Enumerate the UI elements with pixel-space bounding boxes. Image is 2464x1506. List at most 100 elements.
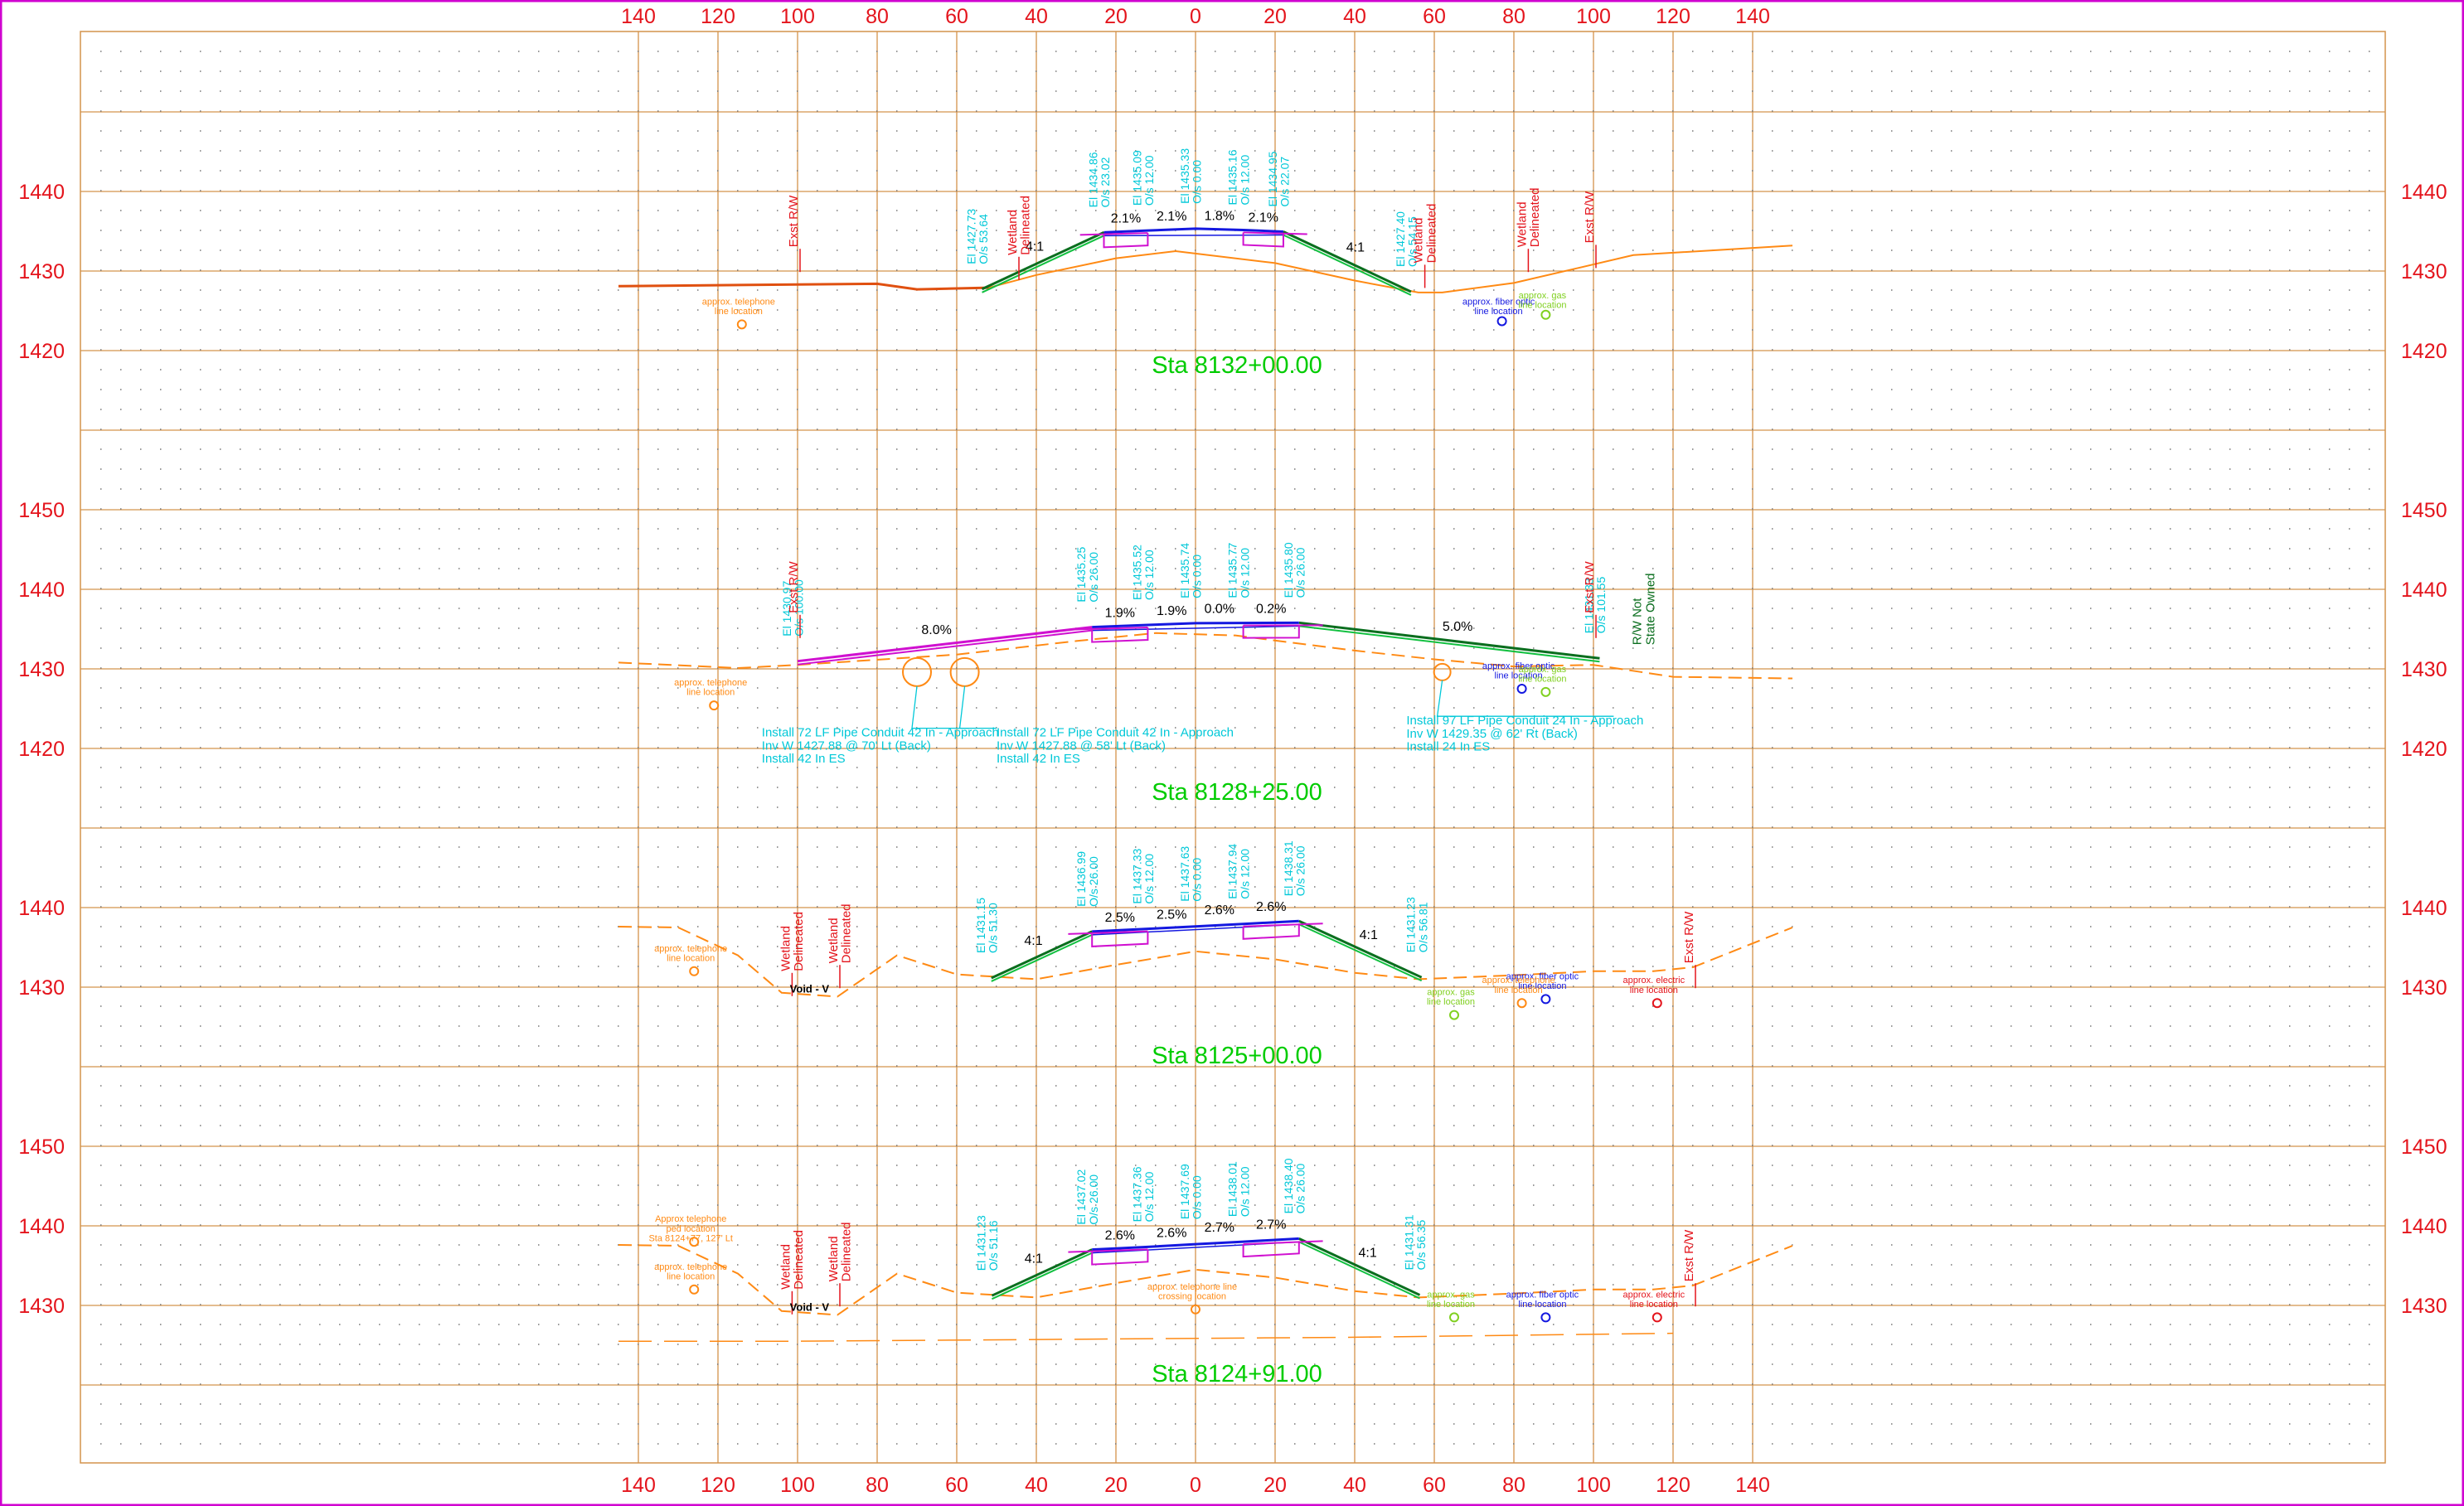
utility-label-line: line location: [1475, 307, 1523, 317]
side-slope-left: [991, 930, 1093, 980]
elevation-label-left: 1420: [18, 738, 65, 761]
red-annotation-line: Wetland: [778, 1244, 793, 1290]
elevation-callout: El 1437.69O/s 0.00: [1178, 1164, 1204, 1219]
offset-label-top: 120: [701, 5, 735, 28]
elevation-callout: El 1435.74O/s 0.00: [1178, 543, 1204, 598]
elevation-callout: El 1437.94O/s 12.00: [1226, 844, 1252, 899]
elevation-callout-line: El 1431.31: [1402, 1214, 1415, 1270]
void-label: Void - V: [790, 983, 830, 995]
slope-label: 2.6%: [1157, 1226, 1186, 1240]
utility-label-line: approx. telephone: [654, 1262, 727, 1272]
red-annotation-line: Delineated: [792, 1230, 806, 1290]
elevation-callout: El 1427.40O/s 54.15: [1394, 211, 1419, 267]
offset-label-top: 20: [1104, 5, 1128, 28]
grid: [80, 31, 2386, 1464]
red-annotation-line: Wetland: [778, 926, 793, 971]
offset-label-top: 100: [780, 5, 815, 28]
elevation-callout-line: El 1435.16: [1226, 149, 1239, 205]
red-annotation-line: Wetland: [1515, 201, 1529, 247]
red-annotation-line: Wetland: [827, 918, 841, 963]
red-annotation: WetlandDelineated: [1006, 196, 1033, 255]
pipe-circle: [1433, 662, 1452, 681]
red-annotation-line: Delineated: [1424, 204, 1438, 264]
pipe-leader: [911, 685, 969, 729]
utility-label-line: line location: [1427, 997, 1475, 1007]
offset-label-bottom: 140: [621, 1474, 656, 1497]
utility-label-line: approx. telephone: [1482, 976, 1555, 985]
utility-label-line: line location: [1630, 1300, 1678, 1310]
side-slope-left-inner: [982, 235, 1104, 293]
utility-label-line: line location: [1495, 671, 1543, 681]
utility-label-line: approx. gas: [1519, 665, 1567, 675]
elevation-callout-line: O/s 12.00: [1142, 155, 1156, 206]
elevation-callout: El 1434.95O/s 22.07: [1266, 151, 1292, 206]
elevation-callout-line: El 1438.01: [1226, 1161, 1239, 1217]
utility-marker: [689, 966, 700, 976]
utility-marker: [1191, 1304, 1200, 1315]
elevation-callout-line: O/s 0.00: [1191, 554, 1204, 598]
utility-label-line: approx. fiber optic: [1506, 1290, 1579, 1300]
slope-label: 4:1: [1026, 240, 1044, 254]
shoulder-left: [1091, 1249, 1149, 1266]
green-annotation-line: State Owned: [1643, 573, 1657, 645]
offset-label-bottom: 120: [701, 1474, 735, 1497]
slope-label: 0.0%: [1205, 603, 1234, 617]
side-slope-left: [981, 230, 1105, 291]
offset-label-top: 140: [1735, 5, 1770, 28]
grid-dots: [100, 51, 2370, 1445]
elevation-callout-line: O/s 100.00: [793, 579, 806, 637]
pavement-surface: [1092, 1237, 1299, 1252]
utility-marker: [1516, 684, 1527, 694]
utility-label-line: line location: [1518, 981, 1566, 991]
elevation-label-left: 1440: [18, 1215, 65, 1238]
shoulder-left: [1091, 931, 1149, 947]
red-annotation: Exst R/W: [1682, 911, 1696, 963]
red-annotation-line: Delineated: [840, 903, 854, 963]
grid-frame: [80, 31, 2386, 1464]
slope-label: 2.6%: [1105, 1229, 1135, 1243]
elevation-callout-line: El 1435.33: [1178, 148, 1191, 204]
elevation-label-right: 1450: [2401, 499, 2447, 522]
offset-label-top: 100: [1576, 5, 1611, 28]
side-slope-right-inner: [1298, 923, 1423, 982]
utility-label-line: approx. fiber optic: [1482, 661, 1555, 671]
elevation-label-left: 1440: [18, 181, 65, 204]
side-slope-left-inner: [992, 1252, 1093, 1300]
cross-section-2: Sta 8128+25.008.0%1.9%1.9%0.0%0.2%5.0%El…: [618, 542, 1793, 806]
elevation-callout: El 1438.31O/s 26.00: [1282, 840, 1307, 896]
pipe-note-line: Install 72 LF Pipe Conduit 42 In - Appro…: [762, 726, 999, 740]
elevation-callout: El 1431.33O/s 101.55: [1582, 577, 1608, 634]
pavement-surface: [1103, 227, 1284, 234]
offset-label-top: 60: [945, 5, 968, 28]
elevation-label-right: 1430: [2401, 260, 2447, 283]
red-annotation-line: Exst R/W: [787, 195, 801, 247]
elevation-callout-line: El 1437.33: [1130, 848, 1143, 903]
elevation-callout: El 1436.99O/s 26.00: [1074, 851, 1100, 907]
slope-label: 0.2%: [1256, 602, 1286, 616]
utility-label-line: approx. telephone: [702, 297, 775, 307]
utility-marker: [1540, 686, 1551, 697]
offset-label-top: 120: [1656, 5, 1690, 28]
shoulder-right: [1242, 1241, 1300, 1258]
red-annotation: Exst R/W: [1682, 1229, 1696, 1281]
offset-label-bottom: 40: [1343, 1474, 1366, 1497]
elevation-callout-line: El 1435.77: [1226, 542, 1239, 598]
utility-marker: [1449, 1010, 1459, 1020]
elevation-label-right: 1440: [2401, 1215, 2447, 1238]
red-annotation: Exst R/W: [1583, 191, 1597, 243]
red-annotation-line: Wetland: [1412, 218, 1426, 264]
station-label: Sta 8132+00.00: [1152, 352, 1322, 379]
slope-label: 8.0%: [921, 623, 951, 637]
elevation-callout-line: El 1437.69: [1178, 1164, 1191, 1219]
side-slope-right-inner: [1283, 234, 1412, 296]
